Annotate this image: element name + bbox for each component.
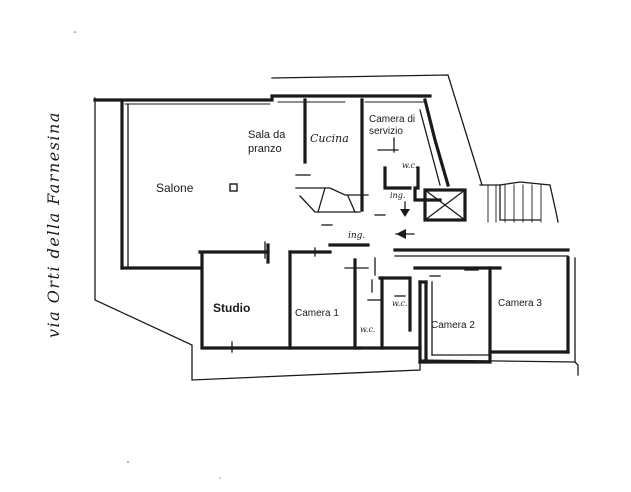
service-entrance-arrow (400, 201, 410, 217)
label-wc-2: w.c. (360, 325, 375, 334)
label-cucina: Cucina (310, 132, 349, 145)
top-windows (124, 101, 426, 105)
door-marks (231, 137, 479, 353)
label-camera-1: Camera 1 (295, 308, 339, 319)
label-ing-main: ing. (348, 231, 365, 241)
exterior-walls (93, 94, 576, 364)
label-sala-pranzo-1: Sala da (248, 129, 286, 141)
lot-outline (94, 74, 579, 381)
interior-walls (198, 98, 570, 364)
column-marker (229, 183, 238, 192)
entrance-arrow (395, 229, 415, 239)
label-camera-3: Camera 3 (498, 298, 542, 309)
label-wc-1: w.c. (392, 299, 407, 308)
scan-specks (74, 31, 221, 479)
label-wc-servizio: w.c. (402, 161, 417, 170)
label-servizio-1: Camera di (369, 114, 415, 125)
label-ing-servizio: ing. (390, 191, 405, 200)
label-salone: Salone (156, 181, 194, 195)
street-name: via Orti della Farnesina (44, 111, 63, 338)
label-camera-2: Camera 2 (431, 320, 475, 331)
label-servizio-2: servizio (369, 126, 403, 137)
label-sala-pranzo-2: pranzo (248, 143, 282, 155)
label-studio: Studio (213, 301, 250, 315)
